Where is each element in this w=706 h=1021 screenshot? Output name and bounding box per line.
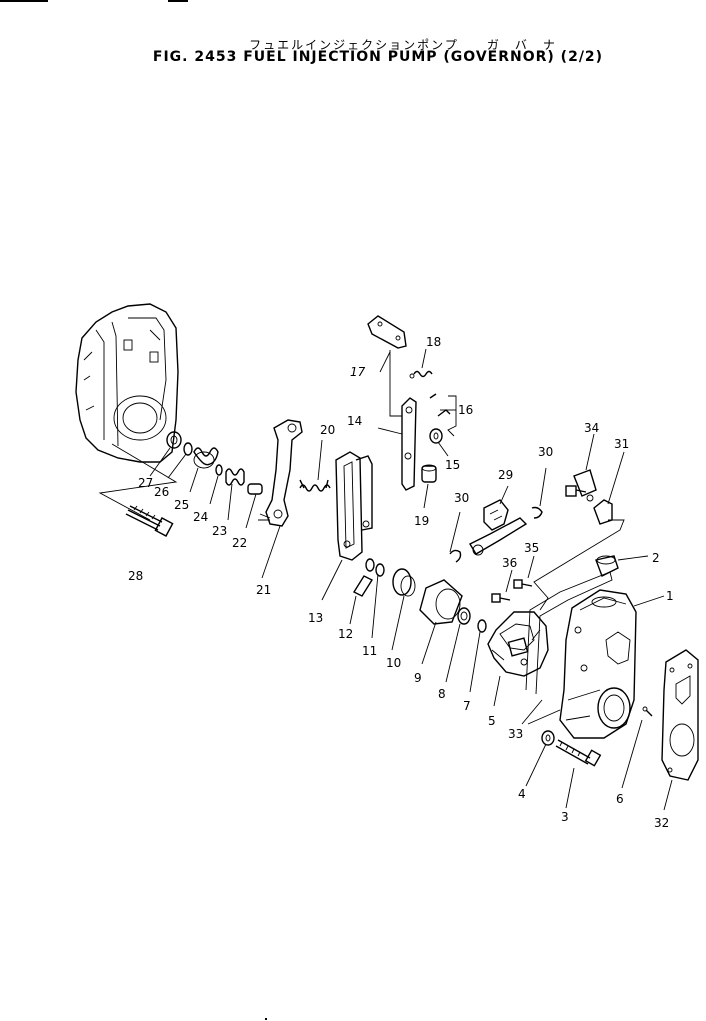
callout-20: 20 <box>320 423 335 437</box>
callout-36: 36 <box>502 556 517 570</box>
bolt-35 <box>513 579 533 589</box>
washer-7 <box>477 619 487 633</box>
callout-28: 28 <box>128 569 143 583</box>
callout-25: 25 <box>174 498 189 512</box>
bracket-31 <box>593 499 613 525</box>
bolt-3 <box>555 739 602 767</box>
callout-29: 29 <box>498 468 513 482</box>
callout-9: 9 <box>414 671 422 685</box>
callout-31: 31 <box>614 437 629 451</box>
washer-15 <box>429 428 443 444</box>
callout-18: 18 <box>426 335 441 349</box>
callout-30-right: 30 <box>538 445 553 459</box>
snap-ring-30-right <box>531 506 543 519</box>
callout-27: 27 <box>138 476 153 490</box>
callout-13: 13 <box>308 611 323 625</box>
spring-20 <box>299 479 331 492</box>
callout-21: 21 <box>256 583 271 597</box>
callout-7: 7 <box>463 699 471 713</box>
callout-5: 5 <box>488 714 496 728</box>
sleeve-9 <box>419 579 463 625</box>
spring-18 <box>409 370 433 379</box>
callout-11: 11 <box>362 644 377 658</box>
callout-15: 15 <box>445 458 460 472</box>
callout-32: 32 <box>654 816 669 830</box>
callout-labels: 1 2 3 4 5 6 7 8 9 10 11 12 13 14 15 16 1… <box>128 335 674 830</box>
spring-23 <box>225 468 245 486</box>
callout-10: 10 <box>386 656 401 670</box>
shaft-assembly-29 <box>469 499 528 556</box>
washer-26 <box>183 442 193 456</box>
nut-27 <box>166 431 182 449</box>
lever-14 <box>389 350 417 491</box>
washer-11 <box>365 558 385 577</box>
speck-mark <box>265 1018 267 1020</box>
gasket-33 <box>525 571 613 695</box>
floating-lever-13 <box>335 451 373 561</box>
figure-title: FIG. 2453 FUEL INJECTION PUMP (GOVERNOR)… <box>152 49 604 65</box>
callout-1: 1 <box>666 589 674 603</box>
leader-lines <box>149 348 673 811</box>
bracket-17 <box>367 315 407 349</box>
spacer-12 <box>352 575 374 597</box>
bolt-36 <box>491 593 511 603</box>
collar-19 <box>421 464 437 483</box>
callout-2: 2 <box>652 551 660 565</box>
callout-16: 16 <box>458 403 473 417</box>
callout-3: 3 <box>561 810 569 824</box>
callout-35: 35 <box>524 541 539 555</box>
top-edge-mark-left <box>0 0 48 2</box>
plug-2 <box>595 555 619 577</box>
bearing-8 <box>457 607 471 625</box>
bolt-upper <box>565 485 594 502</box>
callout-30-left: 30 <box>454 491 469 505</box>
callout-17: 17 <box>350 365 366 379</box>
callout-23: 23 <box>212 524 227 538</box>
bolt-28 <box>125 505 174 537</box>
pin-22 <box>247 483 263 495</box>
callout-24: 24 <box>193 510 208 524</box>
snap-ring-30-left <box>449 549 462 563</box>
callout-19: 19 <box>414 514 429 528</box>
callout-6: 6 <box>616 792 624 806</box>
callout-22: 22 <box>232 536 247 550</box>
governor-housing-casting <box>75 303 179 463</box>
spring-25 <box>193 447 219 469</box>
callout-12: 12 <box>338 627 353 641</box>
callout-34: 34 <box>584 421 599 435</box>
gasket-32 <box>661 649 699 781</box>
plate-34 <box>573 469 597 497</box>
lever-21 <box>258 419 303 527</box>
top-edge-mark-right <box>168 0 188 2</box>
callout-26: 26 <box>154 485 169 499</box>
snap-ring-10 <box>392 568 416 597</box>
callout-8: 8 <box>438 687 446 701</box>
washer-24 <box>215 464 223 476</box>
flyweight-assembly-5 <box>487 611 549 677</box>
governor-housing-1 <box>559 589 637 739</box>
callout-33: 33 <box>508 727 523 741</box>
assembly-guide-line <box>98 443 178 521</box>
figure-title-japanese: フュエルインジェクションポンプ ガ バ ナ <box>249 38 557 52</box>
nut-4 <box>541 730 555 746</box>
callout-14: 14 <box>347 414 362 428</box>
pin-6 <box>642 706 653 717</box>
callout-4: 4 <box>518 787 526 801</box>
